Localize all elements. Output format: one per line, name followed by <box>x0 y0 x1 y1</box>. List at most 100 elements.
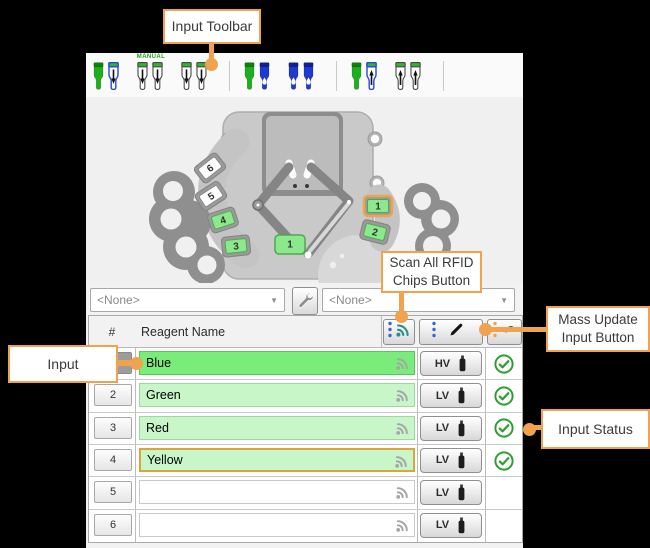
table-row: 2 Green LV <box>89 380 522 413</box>
vial-icon <box>457 387 466 404</box>
callout-scan-all-rfid: Scan All RFID Chips Button <box>381 251 482 293</box>
input-status-cell <box>485 510 522 541</box>
right-dropdown-value: <None> <box>329 293 372 307</box>
prime-input-button[interactable] <box>243 53 273 106</box>
callout-input: Input <box>8 345 118 383</box>
reagent-table: # Reagent Name 1BlueHV2GreenLV3RedLV4Yel… <box>88 315 523 543</box>
rfid-scan-icon <box>395 322 411 343</box>
unload-all-icon <box>409 62 424 90</box>
volume-label: LV <box>435 454 450 467</box>
volume-label: LV <box>435 519 450 532</box>
drag-dots-icon <box>432 321 436 343</box>
vial-icon <box>457 420 466 437</box>
overflow-tool-button[interactable] <box>487 319 522 345</box>
rfid-icon <box>395 485 410 503</box>
input-toolbar: MANUAL <box>86 53 523 97</box>
toolbar-separator <box>229 61 230 91</box>
reagent-name-value: Red <box>146 420 169 435</box>
left-method-dropdown[interactable]: <None> ▼ <box>90 288 285 312</box>
toolbar-separator <box>336 61 337 91</box>
unload-input-icon <box>350 62 365 90</box>
vial-icon <box>457 484 466 501</box>
svg-text:5: 5 <box>206 190 217 202</box>
load-input-button[interactable] <box>92 53 122 106</box>
volume-type-button[interactable]: LV <box>420 383 482 409</box>
load-input-icon <box>92 62 107 90</box>
reagent-name-input[interactable]: Red <box>139 415 415 440</box>
volume-type-button[interactable]: LV <box>420 447 482 473</box>
rfid-icon <box>395 356 410 374</box>
robot-arms <box>252 159 354 259</box>
diagram-position-right-1-selected: 1 <box>362 194 394 218</box>
reagent-name-input[interactable]: Yellow <box>139 447 415 472</box>
diagram-position-center-1: 1 <box>274 234 306 255</box>
svg-text:1: 1 <box>375 202 381 213</box>
row-number-button[interactable]: 2 <box>94 384 132 407</box>
input-status-cell <box>485 445 522 476</box>
table-row: 3 Red LV <box>89 413 522 445</box>
table-row: 5 LV <box>89 477 522 510</box>
volume-type-button[interactable]: LV <box>420 480 482 506</box>
callout-mass-update: Mass Update Input Button <box>546 306 650 352</box>
volume-label: LV <box>435 422 450 435</box>
drag-dots-icon <box>387 321 392 343</box>
volume-type-button[interactable]: HV <box>420 351 482 376</box>
wrench-icon <box>296 290 314 313</box>
callout-input-toolbar: Input Toolbar <box>163 9 261 44</box>
input-status-ok-icon <box>493 417 515 439</box>
row-number-button[interactable]: 3 <box>94 416 132 439</box>
pen-icon <box>448 322 464 343</box>
volume-label: HV <box>434 357 451 370</box>
vial-icon <box>458 355 467 372</box>
reagent-name-input[interactable]: Blue <box>139 351 415 375</box>
row-number-button[interactable]: 5 <box>94 481 132 504</box>
settings-wrench-button[interactable] <box>292 287 318 315</box>
manual-label: MANUAL <box>136 54 166 60</box>
table-row: 4 Yellow LV <box>89 445 522 478</box>
left-rotor <box>149 171 225 284</box>
partial-tool-icon <box>502 322 520 343</box>
load-all-icon <box>180 62 195 90</box>
input-status-cell <box>485 348 522 379</box>
vial-icon <box>457 452 466 469</box>
table-rows: 1BlueHV2GreenLV3RedLV4YellowLV5LV6LV <box>89 348 522 541</box>
scan-all-rfid-chips-button[interactable] <box>383 319 415 345</box>
chevron-down-icon: ▼ <box>270 295 278 305</box>
table-header: # Reagent Name <box>89 316 522 348</box>
table-row: 1BlueHV <box>89 348 522 381</box>
prime-all-icon <box>302 62 317 90</box>
prime-input-icon <box>258 62 273 90</box>
rfid-icon <box>395 388 410 406</box>
diagram-position-4: 4 <box>207 206 239 234</box>
input-status-ok-icon <box>493 353 515 375</box>
unload-input-button[interactable] <box>350 53 380 106</box>
input-status-cell <box>485 380 522 411</box>
reagent-name-input[interactable]: Green <box>139 383 415 408</box>
toolbar-separator <box>443 61 444 91</box>
drag-dots-icon <box>493 321 497 343</box>
mass-update-input-button[interactable] <box>419 319 483 345</box>
row-number-button[interactable]: 6 <box>94 513 132 536</box>
input-status-ok-icon <box>493 385 515 407</box>
prime-all-inputs-button[interactable] <box>287 53 317 106</box>
reagent-name-input[interactable] <box>139 480 415 505</box>
manual-load-inputs-button[interactable]: MANUAL <box>136 53 166 106</box>
number-column-header: # <box>108 325 116 339</box>
svg-text:4: 4 <box>219 215 228 227</box>
svg-text:2: 2 <box>371 227 379 239</box>
volume-type-button[interactable]: LV <box>420 512 482 538</box>
unload-all-inputs-button[interactable] <box>394 53 424 106</box>
volume-label: LV <box>435 389 450 402</box>
instrument-panel: MANUAL <box>86 53 523 548</box>
chevron-down-icon: ▼ <box>500 295 508 305</box>
diagram-position-5: 5 <box>194 181 228 211</box>
reagent-name-column-header: Reagent Name <box>141 325 226 339</box>
reagent-name-value: Yellow <box>147 452 183 467</box>
svg-text:6: 6 <box>205 162 217 174</box>
rfid-icon <box>395 421 410 439</box>
volume-label: LV <box>435 486 450 499</box>
row-number-button[interactable]: 4 <box>94 448 132 471</box>
reagent-name-input[interactable] <box>139 512 415 537</box>
volume-type-button[interactable]: LV <box>420 415 482 441</box>
